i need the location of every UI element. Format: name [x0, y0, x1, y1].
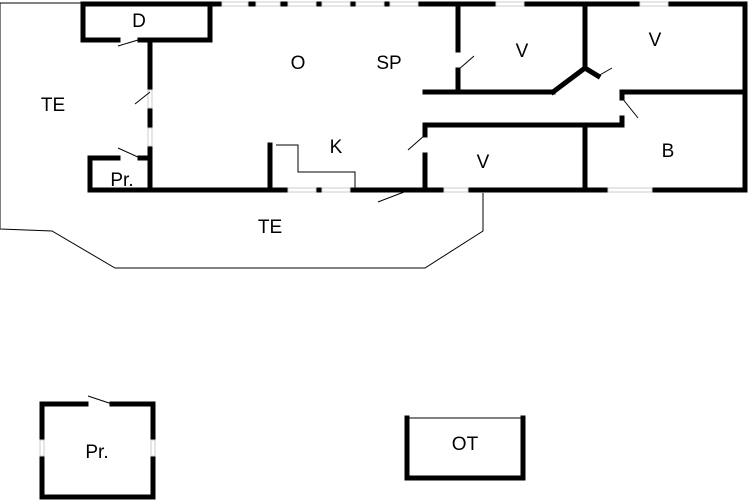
room-label-ot-building: OT: [452, 434, 479, 455]
room-label-pr-building: Pr.: [85, 442, 108, 463]
interior-walls: [80, 1, 748, 193]
room-label-v-top-left: V: [516, 41, 529, 62]
terrace-outline: [0, 2, 484, 269]
room-label-sp: SP: [376, 53, 401, 74]
room-label-b: B: [662, 141, 675, 162]
room-label-k: K: [330, 137, 343, 158]
room-label-o: O: [291, 53, 306, 74]
outbuilding-ot: [404, 415, 526, 481]
room-label-d: D: [132, 11, 146, 32]
outer-walls: [80, 1, 748, 193]
room-label-v-bottom: V: [477, 152, 490, 173]
outbuilding-pr: [39, 395, 156, 500]
room-label-te-west: TE: [41, 95, 65, 116]
room-label-te-south: TE: [258, 217, 282, 238]
room-label-pr-small: Pr.: [110, 170, 133, 191]
room-label-v-top-right: V: [649, 30, 662, 51]
windows: [147, 1, 669, 193]
kitchen-counter: [276, 144, 356, 188]
doors: [117, 39, 639, 203]
